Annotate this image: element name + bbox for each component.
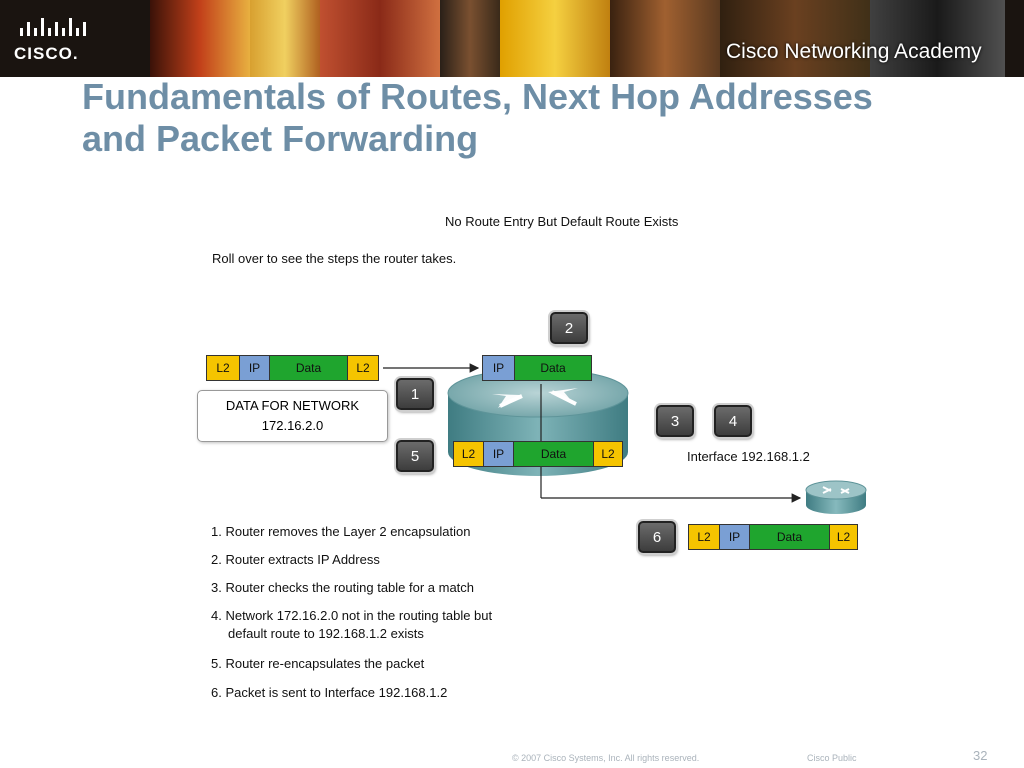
step-text-3: 3. Router checks the routing table for a… <box>211 580 475 595</box>
cisco-bridge-icon <box>20 18 86 36</box>
cisco-logo: CISCO. <box>14 16 104 63</box>
network-box-line-2: 172.16.2.0 <box>261 418 324 433</box>
next-hop-router-icon <box>805 480 867 514</box>
academy-label: Cisco Networking Academy <box>726 40 982 63</box>
step-text-5: 5. Router re-encapsulates the packet <box>211 656 425 671</box>
decapsulated-packet: IP Data <box>482 355 592 381</box>
frame-l2-trailer: L2 <box>348 356 378 380</box>
reencapsulated-frame: L2 IP Data L2 <box>453 441 623 467</box>
cisco-logo-text: CISCO. <box>14 44 79 63</box>
banner-photo-2 <box>250 0 320 77</box>
outgoing-frame: L2 IP Data L2 <box>688 524 858 550</box>
frame-l2-trailer: L2 <box>830 525 857 549</box>
step-text-2: 2. Router extracts IP Address <box>211 552 380 567</box>
step-text-1: 1. Router removes the Layer 2 encapsulat… <box>211 524 471 539</box>
frame-l2-header: L2 <box>454 442 484 466</box>
instruction-text: Roll over to see the steps the router ta… <box>212 251 457 266</box>
banner-photo-5 <box>500 0 610 77</box>
diagram-heading: No Route Entry But Default Route Exists <box>445 214 679 229</box>
frame-ip-header: IP <box>484 442 514 466</box>
destination-network-box: DATA FOR NETWORK 172.16.2.0 <box>197 390 388 442</box>
step-1-button[interactable]: 1 <box>396 378 434 410</box>
incoming-frame: L2 IP Data L2 <box>206 355 379 381</box>
interface-label: Interface 192.168.1.2 <box>687 449 810 464</box>
banner-photo-8 <box>870 0 1005 77</box>
step-6-button[interactable]: 6 <box>638 521 676 553</box>
frame-ip-header: IP <box>720 525 750 549</box>
frame-l2-header: L2 <box>689 525 720 549</box>
footer-copyright: © 2007 Cisco Systems, Inc. All rights re… <box>512 753 700 763</box>
step-5-button[interactable]: 5 <box>396 440 434 472</box>
frame-data: Data <box>270 356 348 380</box>
page-title-line-2: and Packet Forwarding <box>82 118 479 159</box>
page-number: 32 <box>973 748 988 763</box>
packet-ip-header: IP <box>483 356 515 380</box>
step-text-4-continued: default route to 192.168.1.2 exists <box>228 626 424 641</box>
packet-data: Data <box>515 356 591 380</box>
frame-l2-header: L2 <box>207 356 240 380</box>
banner-photo-1 <box>150 0 250 77</box>
network-box-line-1: DATA FOR NETWORK <box>225 398 360 413</box>
page-title-line-1: Fundamentals of Routes, Next Hop Address… <box>82 76 873 117</box>
step-text-4: 4. Network 172.16.2.0 not in the routing… <box>211 608 493 623</box>
frame-data: Data <box>750 525 830 549</box>
banner-photo-7 <box>720 0 870 77</box>
banner-photo-4 <box>440 0 500 77</box>
frame-ip-header: IP <box>240 356 270 380</box>
frame-l2-trailer: L2 <box>594 442 622 466</box>
step-3-button[interactable]: 3 <box>656 405 694 437</box>
step-text-6: 6. Packet is sent to Interface 192.168.1… <box>211 685 448 700</box>
page-title: Fundamentals of Routes, Next Hop Address… <box>82 76 1002 160</box>
footer-classification: Cisco Public <box>807 753 857 763</box>
step-4-button[interactable]: 4 <box>714 405 752 437</box>
banner-photo-6 <box>610 0 720 77</box>
banner-photo-3 <box>320 0 440 77</box>
frame-data: Data <box>514 442 594 466</box>
header-banner: CISCO. Cisco Networking Academy <box>0 0 1024 77</box>
step-2-button[interactable]: 2 <box>550 312 588 344</box>
